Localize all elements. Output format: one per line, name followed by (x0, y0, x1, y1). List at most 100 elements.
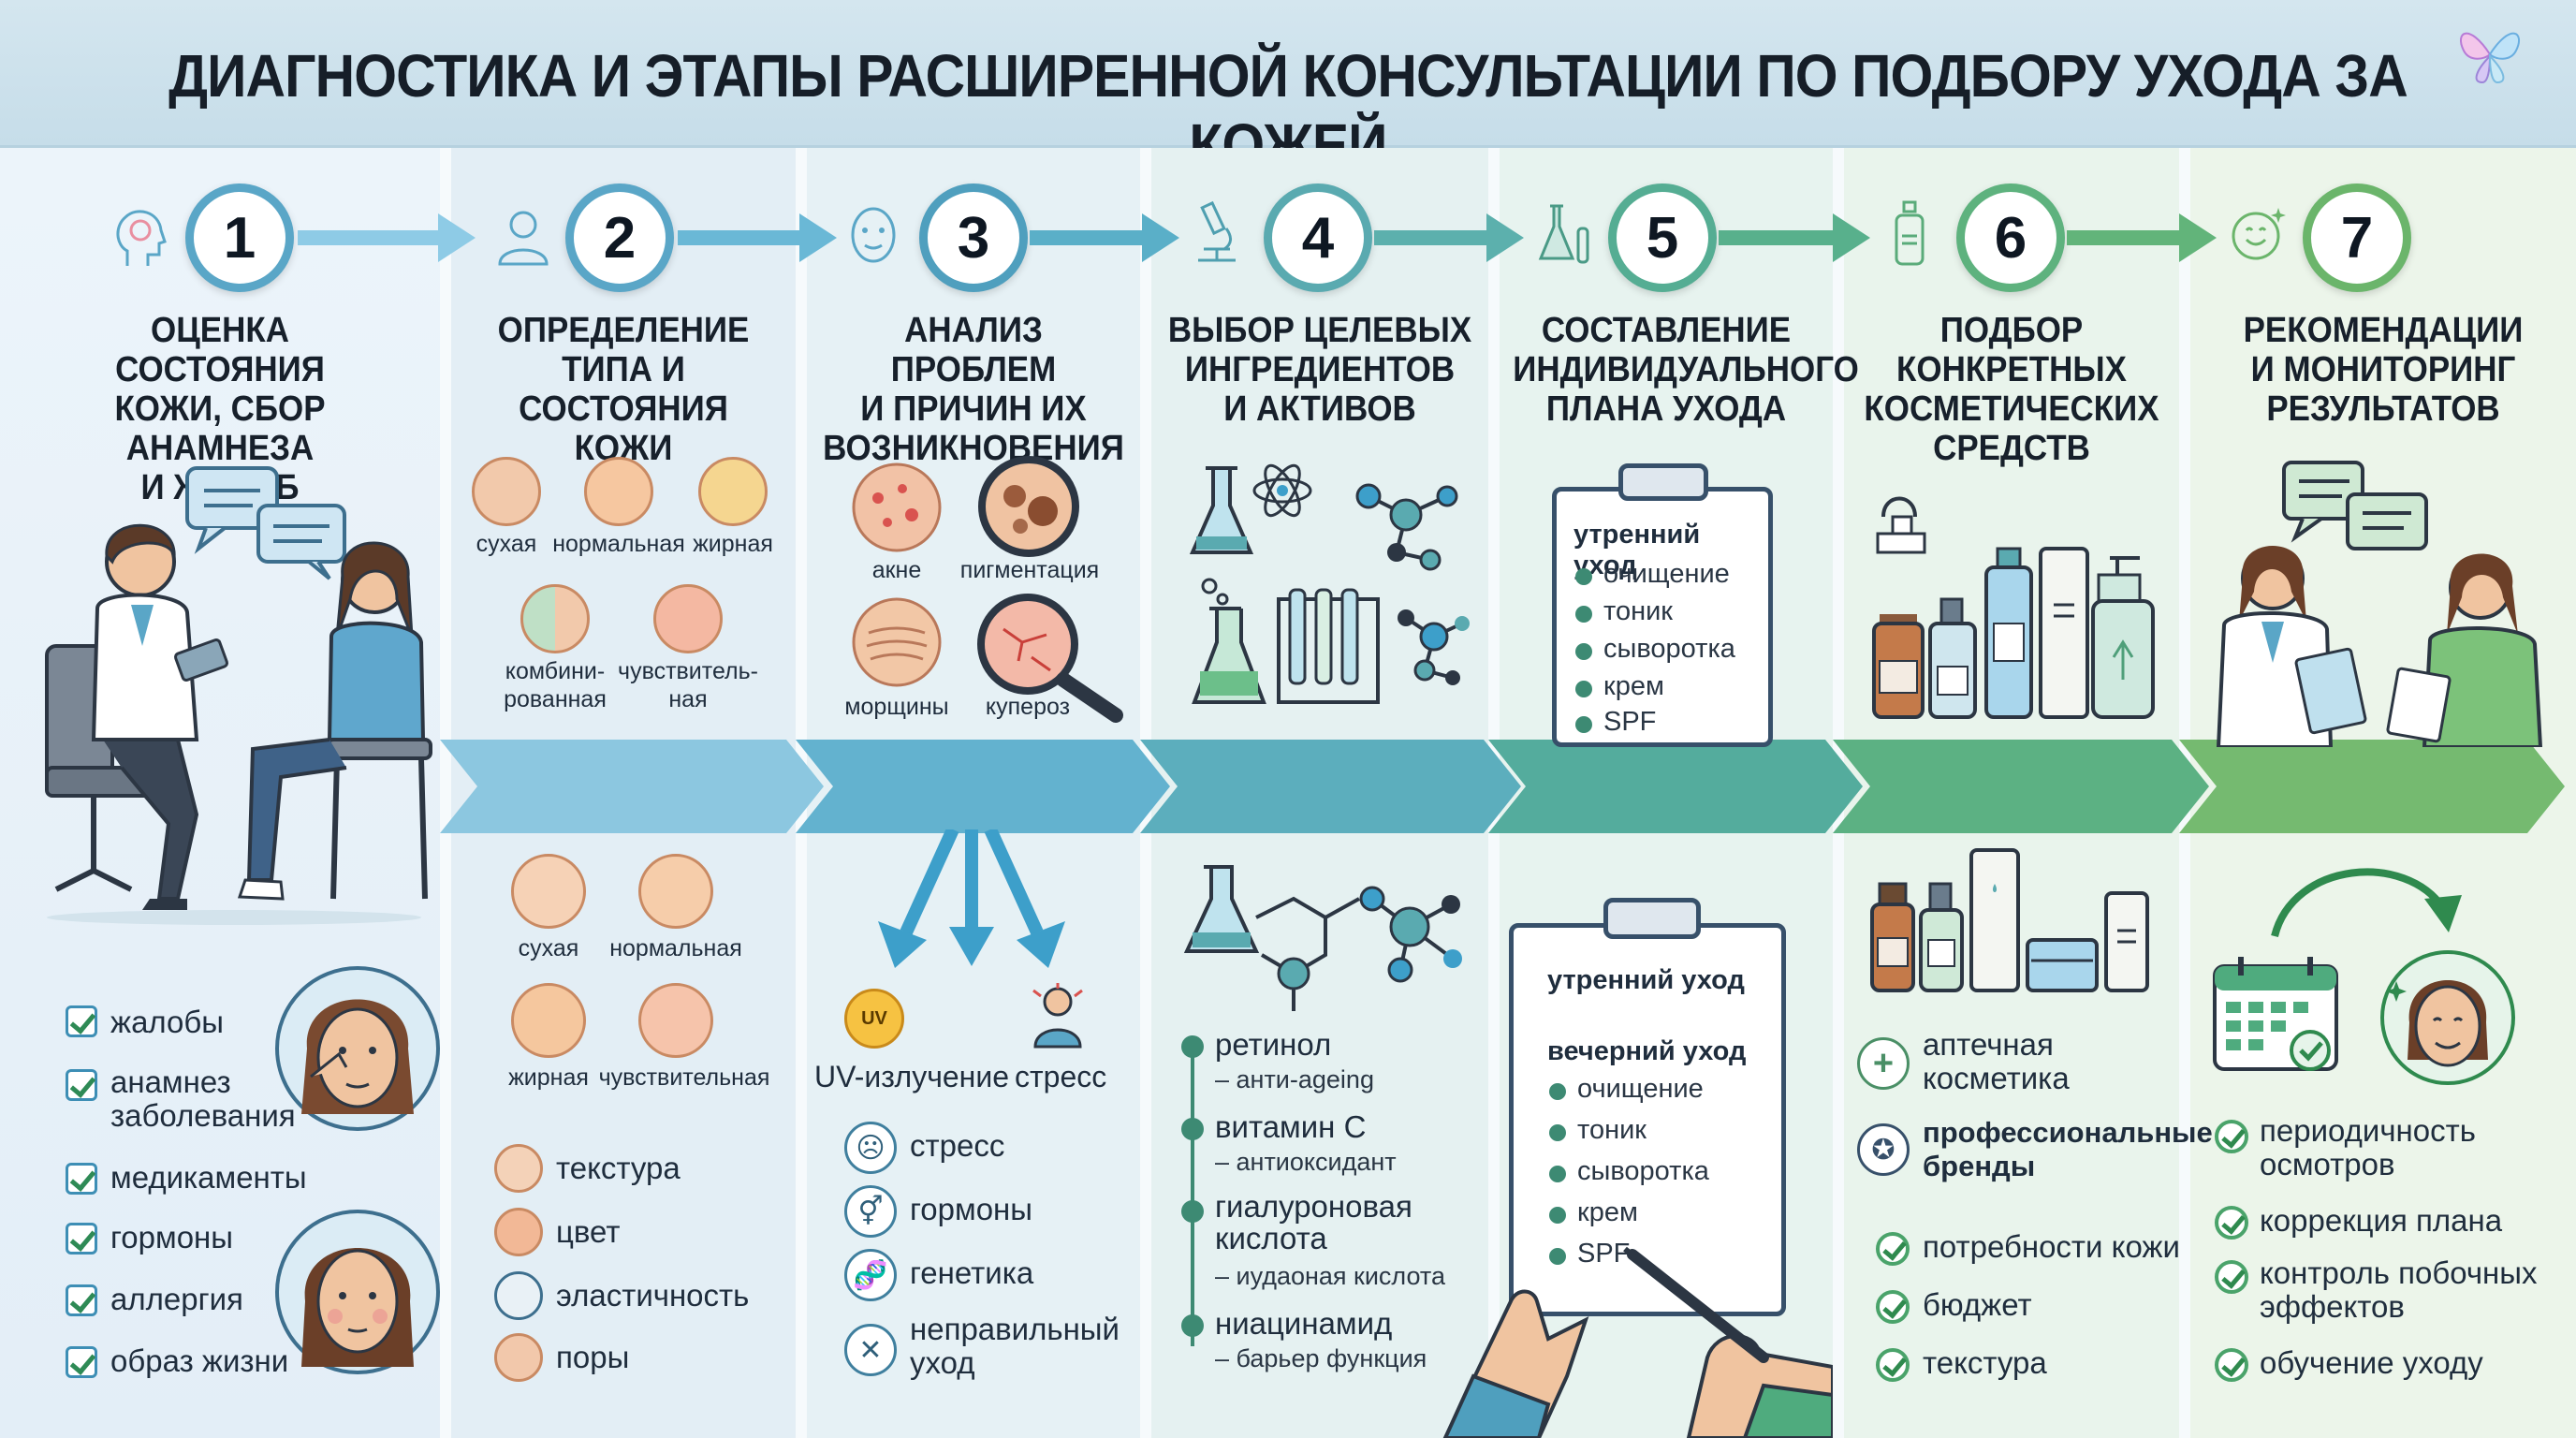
plan-item: сыворотка (1603, 634, 1735, 664)
plan-item: очищение (1603, 559, 1730, 589)
patient-face-portrait (275, 966, 440, 1131)
timeline-dot (1181, 1035, 1204, 1058)
sad-face-icon: ☹ (844, 1122, 897, 1174)
param-label: поры (556, 1340, 630, 1374)
plan-item: тоник (1577, 1115, 1647, 1145)
cosmetic-products-illustration (1870, 848, 2149, 992)
factor-label: стресс (1015, 1060, 1107, 1093)
acne-icon (852, 462, 942, 552)
butterfly-logo-icon (2459, 32, 2521, 84)
ingredient-desc: – антиоксидант (1215, 1148, 1397, 1176)
monitoring-item: периодичность осмотров (2260, 1113, 2476, 1181)
step-number-1: 1 (185, 183, 294, 292)
skin-face-icon (520, 584, 590, 653)
list-dot (1549, 1248, 1566, 1265)
check-icon (2215, 1206, 2248, 1240)
check-icon (2215, 1260, 2248, 1294)
check-icon (66, 1005, 97, 1037)
plan-item: SPF (1603, 707, 1657, 737)
cause-label: гормоны (910, 1192, 1033, 1226)
check-icon (66, 1346, 97, 1378)
care-plan-clipboard: утренний уход вечерний уход очищение тон… (1509, 898, 1786, 1316)
molecule-illustration (1183, 865, 1462, 1011)
skin-type-label: сухая (518, 935, 579, 961)
color-icon (494, 1208, 543, 1256)
flask-icon (1538, 204, 1589, 264)
wrong-care-icon: ✕ (844, 1324, 897, 1376)
timeline-line (1191, 1047, 1194, 1346)
clipboard-clip (1618, 463, 1708, 501)
monitoring-item: контроль побочных эффектов (2260, 1255, 2538, 1324)
checklist-item: медикаменты (110, 1160, 307, 1195)
stressed-person-icon (1032, 983, 1083, 1049)
uv-sun-icon: UV (844, 989, 904, 1049)
texture-icon (494, 1144, 543, 1193)
divider (440, 148, 451, 1438)
microscope-icon (1198, 200, 1236, 262)
pigmentation-icon (978, 456, 1079, 557)
plan-heading: вечерний уход (1547, 1036, 1747, 1066)
check-icon (1876, 1232, 1910, 1266)
ingredient-name: гиалуроновая кислота (1215, 1189, 1412, 1255)
checklist-item: жалобы (110, 1005, 225, 1039)
plan-item: тоник (1603, 596, 1673, 626)
person-icon (498, 211, 549, 266)
monitoring-item: обучение уходу (2260, 1345, 2483, 1380)
monitoring-item: коррекция плана (2260, 1203, 2503, 1238)
ingredient-desc: – барьер функция (1215, 1344, 1427, 1372)
problem-label: морщины (844, 694, 949, 720)
speech-bubbles-icon (185, 466, 346, 580)
param-label: эластичность (556, 1278, 750, 1313)
skin-type-label: нормальная (552, 531, 685, 557)
pores-icon (494, 1333, 543, 1382)
checklist-item: анамнез заболевания (110, 1064, 296, 1133)
plan-item: крем (1577, 1197, 1638, 1227)
arrow-right-icon (1374, 213, 1524, 262)
follow-up-consultation-illustration (2216, 461, 2543, 747)
happy-face-portrait (2380, 950, 2515, 1085)
smile-icon (2232, 208, 2286, 260)
ingredient-desc: – анти-ageing (1215, 1065, 1374, 1093)
page-title: ДИАГНОСТИКА И ЭТАПЫ РАСШИРЕННОЙ КОНСУЛЬТ… (168, 42, 2408, 179)
checklist-item: аллергия (110, 1282, 243, 1316)
check-icon (2215, 1120, 2248, 1153)
criteria-label: бюджет (1923, 1287, 2032, 1322)
plan-heading: утренний уход (1547, 965, 1745, 995)
care-plan-clipboard: утренний уход очищение тоник сыворотка к… (1552, 463, 1773, 747)
arrow-right-icon (2067, 213, 2217, 262)
bottle-icon (1895, 200, 1925, 266)
plan-item: сыворотка (1577, 1156, 1709, 1186)
plan-item: крем (1603, 671, 1664, 701)
gender-symbols-icon: ⚥ (844, 1185, 897, 1238)
skin-texture-icon (511, 854, 586, 929)
skin-face-icon (638, 983, 713, 1058)
ingredient-name: витамин С (1215, 1109, 1367, 1144)
skin-type-label: нормальная (609, 935, 742, 961)
skin-face-icon (698, 457, 768, 526)
patient-face-portrait (275, 1210, 440, 1374)
check-icon (1876, 1348, 1910, 1382)
skin-texture-icon (511, 983, 586, 1058)
face-icon (851, 207, 896, 263)
list-dot (1575, 681, 1592, 697)
elasticity-icon (494, 1271, 543, 1320)
step-number-3: 3 (919, 183, 1028, 292)
factor-label: UV-излучение (814, 1060, 1010, 1093)
problem-label: акне (871, 557, 922, 583)
award-badge-icon: ✪ (1857, 1123, 1910, 1176)
ingredient-name: ретинол (1215, 1027, 1332, 1062)
couperose-magnifier-icon (977, 594, 1123, 723)
brand-type-label: аптечная косметика (1923, 1027, 2070, 1095)
check-icon (1876, 1290, 1910, 1324)
ingredient-name: ниацинамид (1215, 1306, 1393, 1341)
list-dot (1549, 1124, 1566, 1141)
lab-illustration (1189, 463, 1470, 704)
criteria-label: текстура (1923, 1345, 2047, 1380)
cosmetic-products-illustration (1872, 496, 2155, 719)
calendar-icon (2213, 957, 2338, 1071)
problem-label: купероз (985, 694, 1071, 720)
